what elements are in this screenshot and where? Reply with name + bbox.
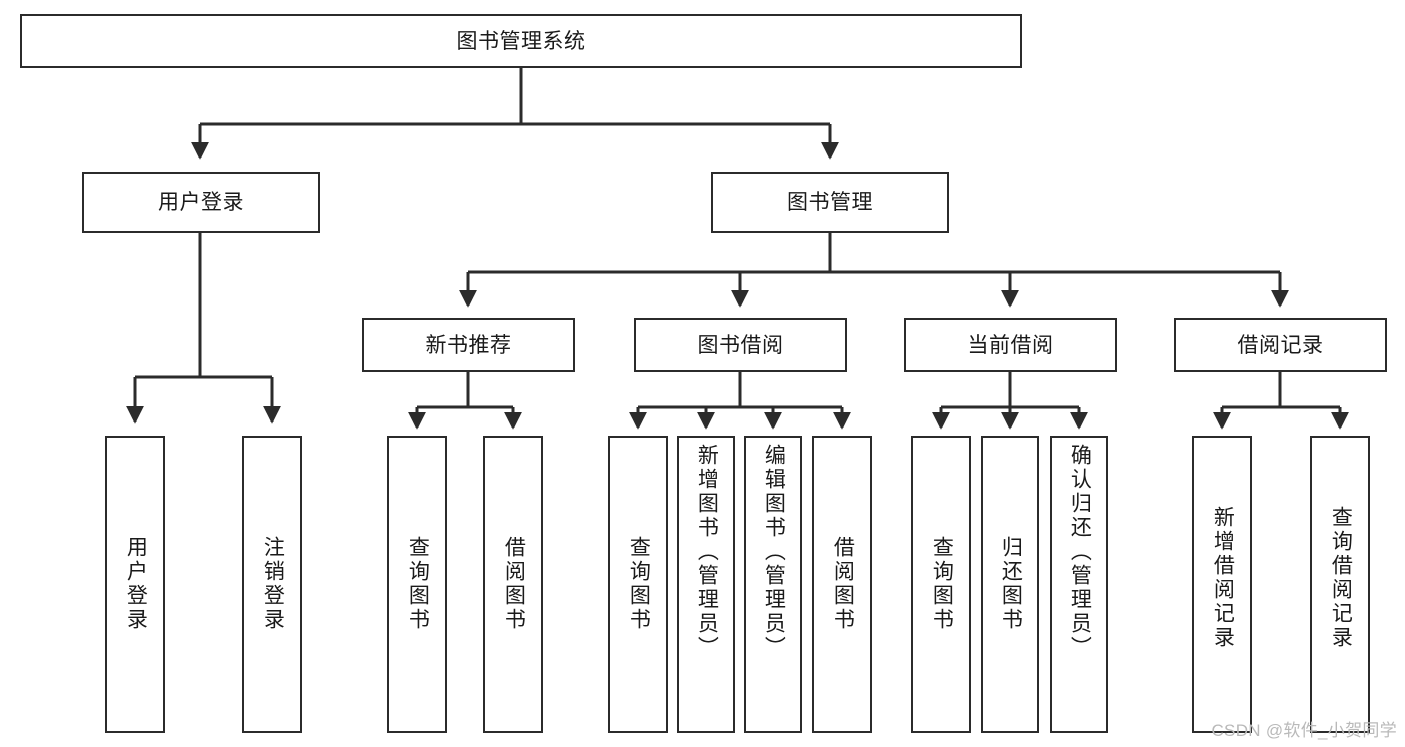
leaf-user-login-logout-label: 注销登录: [261, 536, 285, 632]
leaf-borrow-query-book-label: 查询图书: [627, 536, 651, 632]
leaf-borrow-add-book-label: 新增图书（管理员）: [695, 444, 719, 660]
node-new-book-recommend[interactable]: 新书推荐: [362, 318, 575, 372]
leaf-current-confirm-return[interactable]: 确认归还（管理员）: [1050, 436, 1108, 733]
leaf-new-book-query-label: 查询图书: [406, 536, 430, 632]
leaf-current-query-book-label: 查询图书: [930, 536, 954, 632]
node-book-borrow-label: 图书借阅: [697, 333, 784, 357]
leaf-current-return-book[interactable]: 归还图书: [981, 436, 1039, 733]
node-book-management[interactable]: 图书管理: [711, 172, 949, 233]
node-new-book-recommend-label: 新书推荐: [425, 333, 512, 357]
node-borrow-record[interactable]: 借阅记录: [1174, 318, 1387, 372]
node-current-borrow[interactable]: 当前借阅: [904, 318, 1117, 372]
leaf-current-confirm-return-label: 确认归还（管理员）: [1068, 444, 1092, 660]
leaf-record-query-label: 查询借阅记录: [1329, 506, 1353, 650]
node-current-borrow-label: 当前借阅: [967, 333, 1054, 357]
leaf-borrow-borrow-book-label: 借阅图书: [831, 536, 855, 632]
node-borrow-record-label: 借阅记录: [1237, 333, 1324, 357]
node-book-management-label: 图书管理: [787, 191, 873, 214]
node-root-label: 图书管理系统: [456, 29, 586, 53]
node-user-login-label: 用户登录: [158, 191, 244, 214]
leaf-borrow-edit-book[interactable]: 编辑图书（管理员）: [744, 436, 802, 733]
leaf-user-login-logout[interactable]: 注销登录: [242, 436, 302, 733]
leaf-current-query-book[interactable]: 查询图书: [911, 436, 971, 733]
node-user-login[interactable]: 用户登录: [82, 172, 320, 233]
leaf-borrow-query-book[interactable]: 查询图书: [608, 436, 668, 733]
leaf-borrow-edit-book-label: 编辑图书（管理员）: [762, 444, 786, 660]
leaf-user-login-login-label: 用户登录: [124, 536, 148, 632]
leaf-record-add-label: 新增借阅记录: [1211, 506, 1235, 650]
leaf-new-book-borrow[interactable]: 借阅图书: [483, 436, 543, 733]
leaf-borrow-add-book[interactable]: 新增图书（管理员）: [677, 436, 735, 733]
leaf-user-login-login[interactable]: 用户登录: [105, 436, 165, 733]
leaf-record-add[interactable]: 新增借阅记录: [1192, 436, 1252, 733]
node-root[interactable]: 图书管理系统: [20, 14, 1022, 68]
leaf-new-book-borrow-label: 借阅图书: [502, 536, 526, 632]
leaf-new-book-query[interactable]: 查询图书: [387, 436, 447, 733]
leaf-borrow-borrow-book[interactable]: 借阅图书: [812, 436, 872, 733]
node-book-borrow[interactable]: 图书借阅: [634, 318, 847, 372]
leaf-record-query[interactable]: 查询借阅记录: [1310, 436, 1370, 733]
leaf-current-return-book-label: 归还图书: [999, 536, 1023, 632]
